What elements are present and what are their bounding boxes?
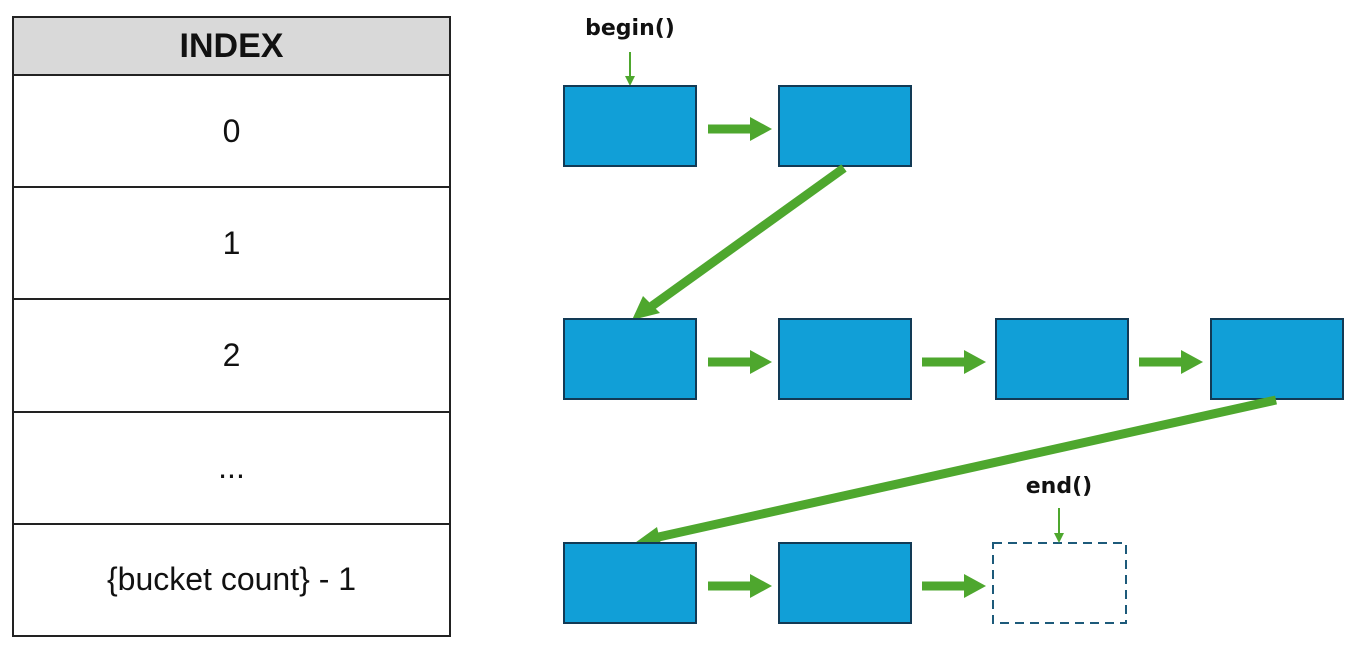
node-r2-1 [778,542,912,624]
node-r1-2 [995,318,1129,400]
arrow-r1-1-head [964,350,986,374]
begin-pointer-head [625,76,635,86]
arrow-r2-0-head [750,574,772,598]
arrow-r1-0-head [750,350,772,374]
node-r2-0 [563,542,697,624]
node-r1-1 [778,318,912,400]
arrow-r2-1-head [964,574,986,598]
node-r1-0 [563,318,697,400]
begin-label: begin() [585,16,675,41]
end-pointer-head [1054,533,1064,543]
arrow-r0-0-head [750,117,772,141]
arrow-r1-2-head [1181,350,1203,374]
arrow-r0-to-r1-head [632,296,660,320]
index-table: INDEX 0 1 2 ... {bucket count} - 1 [12,16,451,637]
index-row-1: 1 [14,188,449,301]
end-placeholder-node [992,542,1127,624]
index-header: INDEX [14,18,449,76]
node-r0-1 [778,85,912,167]
node-r1-3 [1210,318,1344,400]
index-row-0: 0 [14,76,449,189]
index-row-ellipsis: ... [14,413,449,525]
arrow-r1-to-r2 [653,395,1277,543]
end-label: end() [1026,474,1092,499]
index-row-2: 2 [14,300,449,413]
index-row-last: {bucket count} - 1 [106,561,357,598]
node-r0-0 [563,85,697,167]
arrow-r0-to-r1 [649,164,847,310]
